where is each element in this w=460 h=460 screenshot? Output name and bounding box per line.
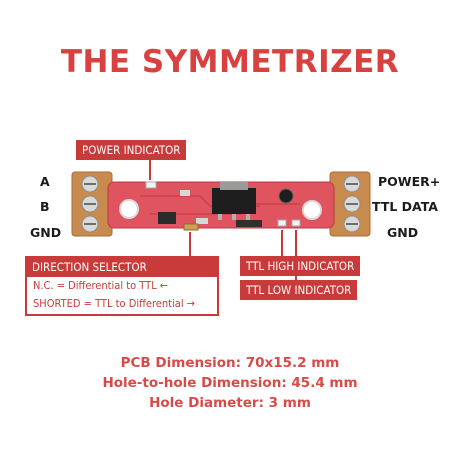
right-pin-label-gnd: GND: [387, 225, 419, 240]
right-pin-label-power: POWER+: [378, 174, 441, 189]
mounting-hole-right: [302, 200, 322, 220]
ttl-high-led: [277, 219, 287, 227]
left-pin-label-a: A: [40, 174, 50, 189]
spec-hole-diameter: Hole Diameter: 3 mm: [149, 395, 311, 411]
ttl-high-indicator-callout: TTL HIGH INDICATOR: [240, 256, 361, 276]
left-pin-label-b: B: [40, 199, 50, 214]
power-led: [145, 181, 157, 189]
direction-selector-box: DIRECTION SELECTOR N.C. = Differential t…: [25, 256, 219, 316]
direction-selector-header: DIRECTION SELECTOR: [27, 258, 217, 277]
left-terminal-block: [71, 171, 113, 237]
arrow-right-icon: →: [186, 297, 195, 310]
page-title: THE SYMMETRIZER: [60, 44, 400, 80]
ttl-low-led: [291, 219, 301, 227]
left-pin-label-gnd: GND: [30, 225, 62, 240]
direction-jumper: [183, 223, 199, 231]
ttl-low-indicator-callout: TTL LOW INDICATOR: [240, 280, 358, 300]
pcb: [107, 181, 335, 231]
power-indicator-callout: POWER INDICATOR: [76, 140, 187, 160]
spec-hole-to-hole: Hole-to-hole Dimension: 45.4 mm: [102, 375, 358, 391]
direction-nc-line: N.C. = Differential to TTL←: [27, 277, 217, 295]
right-pin-label-ttl-data: TTL DATA: [372, 199, 438, 214]
right-terminal-block: [329, 171, 371, 237]
mounting-hole-left: [119, 199, 139, 219]
arrow-left-icon: ←: [159, 279, 168, 292]
direction-shorted-line: SHORTED = TTL to Differential→: [27, 295, 217, 313]
spec-pcb-dimension: PCB Dimension: 70x15.2 mm: [120, 355, 340, 371]
